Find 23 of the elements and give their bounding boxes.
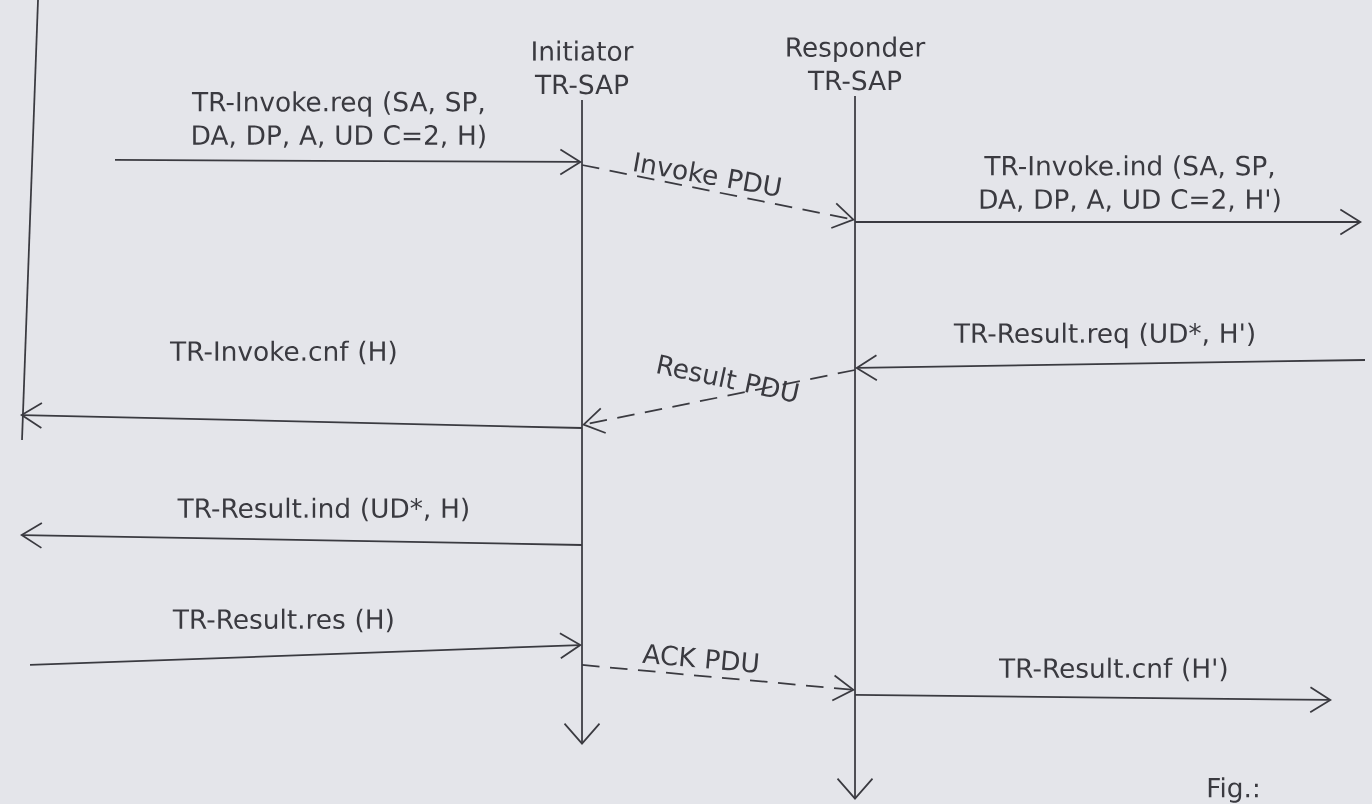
message-label: TR-Invoke.cnf (H) bbox=[169, 340, 396, 365]
message-arrow bbox=[854, 208, 1362, 236]
message-arrow bbox=[29, 632, 582, 666]
message-label: TR-Invoke.ind (SA, SP, DA, DP, A, UD C=2, H') bbox=[980, 155, 1280, 213]
message-arrow bbox=[581, 164, 855, 229]
message-arrow bbox=[855, 354, 1366, 382]
message-label: TR-Invoke.req (SA, SP, DA, DP, A, UD C=2, H) bbox=[191, 91, 485, 149]
message-label: TR-Result.ind (UD*, H) bbox=[177, 497, 468, 522]
message-label: Result PDU bbox=[657, 354, 799, 402]
message-arrow bbox=[581, 664, 855, 702]
figure-label: Fig.: bbox=[1208, 777, 1258, 803]
lifeline-header: Initiator TR-SAP bbox=[533, 40, 634, 95]
message-label: TR-Result.cnf (H') bbox=[999, 657, 1227, 682]
message-arrow bbox=[114, 148, 582, 176]
message-label: TR-Result.req (UD*, H') bbox=[953, 322, 1254, 349]
message-arrow bbox=[20, 402, 583, 429]
message-arrow bbox=[20, 522, 583, 549]
message-label: TR-Result.res (H) bbox=[172, 608, 393, 633]
message-label: Invoke PDU bbox=[633, 152, 782, 196]
message-arrow bbox=[854, 686, 1332, 714]
message-label: ACK PDU bbox=[642, 644, 759, 673]
message-arrow bbox=[582, 369, 856, 434]
lifeline-header: Responder TR-SAP bbox=[787, 36, 926, 91]
